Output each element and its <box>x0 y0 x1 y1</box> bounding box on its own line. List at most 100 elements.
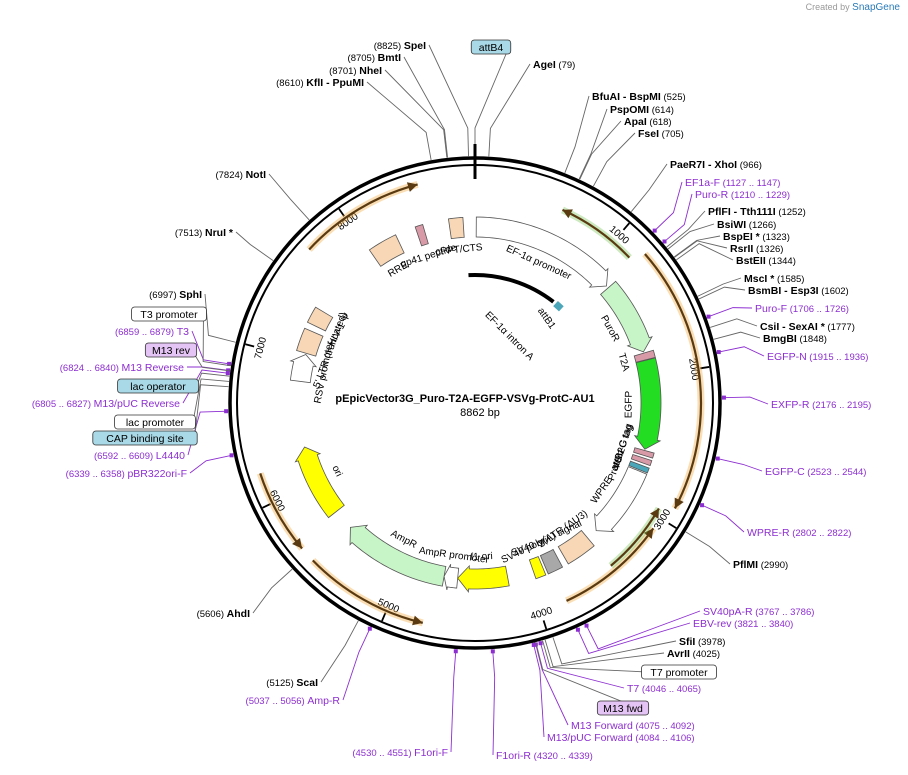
enzyme-site-bsteii[interactable]: BstEII (1344) <box>736 255 796 267</box>
enzyme-site-nhei[interactable]: (8701) NheI <box>329 65 382 77</box>
primer-m13-puc-reverse[interactable]: (6805 .. 6827) M13/pUC Reverse <box>32 398 180 410</box>
svg-text:(4530 .. 4551) F1ori-F: (4530 .. 4551) F1ori-F <box>352 747 448 759</box>
enzyme-site-pflmi[interactable]: PflMI (2990) <box>733 559 788 571</box>
enzyme-name: PflMI <box>733 559 758 571</box>
primer-name: T7 <box>627 683 639 695</box>
enzyme-site-sphi[interactable]: (6997) SphI <box>149 289 202 301</box>
primer-amp-r[interactable]: (5037 .. 5056) Amp-R <box>246 695 341 707</box>
tick-mark <box>245 343 255 348</box>
feature-attb1[interactable]: attB1 <box>535 300 564 332</box>
feature-ori[interactable]: ori <box>294 446 345 519</box>
boxed-label-t3-promoter[interactable]: T3 promoter <box>131 306 207 322</box>
primer-puro-r[interactable]: Puro-R (1210 .. 1229) <box>695 189 790 201</box>
enzyme-name: RsrII <box>730 243 753 255</box>
primer-ebv-rev[interactable]: EBV-rev (3821 .. 3840) <box>693 618 793 630</box>
orange-orf-arc <box>256 472 305 551</box>
primer-m13-forward[interactable]: M13 Forward (4075 .. 4092) <box>571 720 695 732</box>
enzyme-name: ApaI <box>624 116 647 128</box>
svg-text:EGFP-N (1915 .. 1936): EGFP-N (1915 .. 1936) <box>767 351 868 363</box>
orange-orf-arc <box>306 181 419 252</box>
enzyme-site-bsiwi[interactable]: BsiWI (1266) <box>717 219 776 231</box>
enzyme-site-paer7i[interactable]: PaeR7I - XhoI (966) <box>670 159 762 171</box>
orange-orf-arc <box>310 557 424 627</box>
enzyme-site-pspomi[interactable]: PspOMI (614) <box>610 104 674 116</box>
enzyme-site-noti[interactable]: (7824) NotI <box>215 169 266 181</box>
enzyme-site-avrii[interactable]: AvrII (4025) <box>667 648 720 660</box>
primer-t7[interactable]: T7 (4046 .. 4065) <box>627 683 701 695</box>
enzyme-site-agei[interactable]: AgeI (79) <box>533 59 575 71</box>
svg-text:T3 promoter: T3 promoter <box>140 309 198 321</box>
primer-name: M13/pUC Reverse <box>94 398 181 410</box>
boxed-label-lac-promoter[interactable]: lac promoter <box>114 414 196 430</box>
boxed-label-attb4[interactable]: attB4 <box>470 39 512 55</box>
primer-f1ori-f[interactable]: (4530 .. 4551) F1ori-F <box>352 747 448 759</box>
primer-position: (1210 .. 1229) <box>728 190 790 201</box>
enzyme-site-pflfi[interactable]: PflFI - Tth111I (1252) <box>708 206 806 218</box>
primer-sv40pa-r[interactable]: SV40pA-R (3767 .. 3786) <box>703 606 814 618</box>
enzyme-position: (618) <box>647 117 672 128</box>
primer-position: (6824 .. 6840) <box>60 363 122 374</box>
primer-ef1a-f[interactable]: EF1a-F (1127 .. 1147) <box>685 177 780 189</box>
enzyme-site-msci[interactable]: MscI * (1585) <box>744 273 804 285</box>
primer-m13-puc-forward[interactable]: M13/pUC Forward (4084 .. 4106) <box>547 732 695 744</box>
feature-label: attB2 <box>609 446 628 472</box>
primer-puro-f[interactable]: Puro-F (1706 .. 1726) <box>755 303 849 315</box>
feature-f1ori[interactable]: f1 ori <box>457 551 510 593</box>
primer-m13-reverse[interactable]: (6824 .. 6840) M13 Reverse <box>60 362 184 374</box>
boxed-label-cap-binding-site[interactable]: CAP binding site <box>92 430 198 446</box>
primer-name: SV40pA-R <box>703 606 753 618</box>
primer-egfp-n[interactable]: EGFP-N (1915 .. 1936) <box>767 351 868 363</box>
primer-exfp-r[interactable]: EXFP-R (2176 .. 2195) <box>771 399 871 411</box>
enzyme-site-nrui[interactable]: (7513) NruI * <box>175 227 234 239</box>
svg-text:SV40pA-R (3767 .. 3786): SV40pA-R (3767 .. 3786) <box>703 606 814 618</box>
svg-text:EBV-rev (3821 .. 3840): EBV-rev (3821 .. 3840) <box>693 618 793 630</box>
tick-mark <box>262 503 271 509</box>
primer-name: pBR322ori-F <box>127 468 187 480</box>
enzyme-site-csii[interactable]: CsiI - SexAI * (1777) <box>760 321 855 333</box>
enzyme-site-bmgbi[interactable]: BmgBI (1848) <box>763 333 827 345</box>
enzyme-site-spei[interactable]: (8825) SpeI <box>374 40 426 52</box>
enzyme-site-bsmbi[interactable]: BsmBI - Esp3I (1602) <box>748 285 849 297</box>
primer-t3[interactable]: (6859 .. 6879) T3 <box>115 326 189 338</box>
svg-text:CsiI - SexAI * (1777): CsiI - SexAI * (1777) <box>760 321 855 333</box>
primer-name: Puro-R <box>695 189 729 201</box>
enzyme-site-kfli[interactable]: (8610) KflI - PpuMI <box>276 77 364 89</box>
primer-f1ori-r[interactable]: F1ori-R (4320 .. 4339) <box>496 750 593 762</box>
feature-t2a[interactable]: T2A <box>616 349 656 373</box>
boxed-label-t7-promoter[interactable]: T7 promoter <box>641 664 717 680</box>
primer-pbr322ori-f[interactable]: (6339 .. 6358) pBR322ori-F <box>66 468 187 480</box>
boxed-label-m13-fwd[interactable]: M13 fwd <box>596 700 650 716</box>
enzyme-site-scai[interactable]: (5125) ScaI <box>266 677 318 689</box>
svg-text:(6824 .. 6840) M13 Reverse: (6824 .. 6840) M13 Reverse <box>60 362 184 374</box>
enzyme-site-ahdi[interactable]: (5606) AhdI <box>197 608 251 620</box>
enzyme-name: CsiI - SexAI * <box>760 321 826 333</box>
feature-label: T2A <box>616 352 632 373</box>
enzyme-site-apai[interactable]: ApaI (618) <box>624 116 672 128</box>
enzyme-position: (1323) <box>760 232 790 243</box>
enzyme-site-fsei[interactable]: FseI (705) <box>638 128 684 140</box>
enzyme-site-bspei[interactable]: BspEI * (1323) <box>723 231 790 243</box>
primer-egfp-c[interactable]: EGFP-C (2523 .. 2544) <box>765 466 866 478</box>
primer-position: (6339 .. 6358) <box>66 469 128 480</box>
primer-wpre-r[interactable]: WPRE-R (2802 .. 2822) <box>747 527 851 539</box>
enzyme-name: SfiI <box>679 636 695 648</box>
primer-l4440[interactable]: (6592 .. 6609) L4440 <box>94 450 185 462</box>
plasmid-title: pEpicVector3G_Puro-T2A-EGFP-VSVg-ProtC-A… <box>335 393 594 405</box>
feature-gp41[interactable]: gp41 peptide <box>399 224 458 271</box>
feature-puror[interactable]: PuroR <box>598 280 653 353</box>
enzyme-site-rsrii[interactable]: RsrII (1326) <box>730 243 783 255</box>
primer-name: EXFP-R <box>771 399 810 411</box>
enzyme-name: KflI - PpuMI <box>306 77 364 89</box>
feature-cppt[interactable]: cPPT/CTS <box>435 216 483 258</box>
boxed-label-lac-operator[interactable]: lac operator <box>117 378 199 394</box>
primer-position: (2523 .. 2544) <box>805 467 867 478</box>
enzyme-site-bfuai[interactable]: BfuAI - BspMI (525) <box>592 91 686 103</box>
svg-text:PflFI - Tth111I (1252): PflFI - Tth111I (1252) <box>708 206 806 218</box>
enzyme-site-sfii[interactable]: SfiI (3978) <box>679 636 725 648</box>
primer-position: (2802 .. 2822) <box>790 528 852 539</box>
enzyme-position: (5606) <box>197 609 227 620</box>
boxed-label-m13-rev[interactable]: M13 rev <box>144 342 198 358</box>
enzyme-site-bmti[interactable]: (8705) BmtI <box>348 52 402 64</box>
feature-egfp[interactable]: EGFP <box>623 357 662 450</box>
enzyme-position: (1252) <box>776 207 806 218</box>
